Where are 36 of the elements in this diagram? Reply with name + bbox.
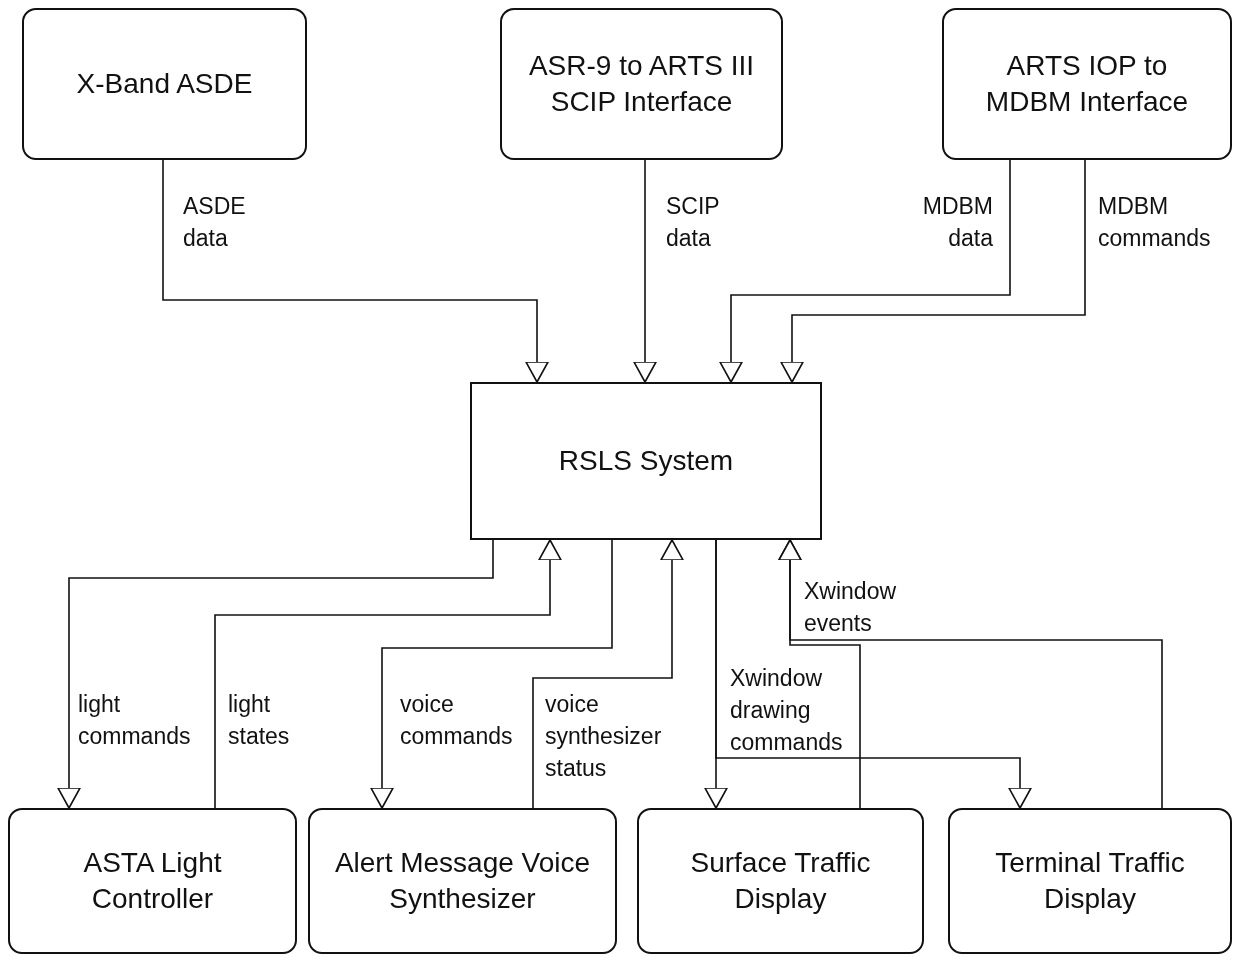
- node-label: Alert Message Voice Synthesizer: [333, 846, 592, 916]
- rounded-box: [308, 808, 617, 954]
- arrow: [778, 539, 1163, 809]
- arrow: [214, 539, 562, 809]
- edge-label: MDBM commands: [1098, 192, 1212, 253]
- arrow: [780, 159, 1086, 383]
- rounded-box: [500, 8, 783, 160]
- edge-label: SCIP data: [666, 192, 721, 253]
- edge-label: voice synthesizer status: [545, 690, 663, 783]
- edge-label: voice commands: [400, 690, 514, 751]
- arrow: [715, 539, 1032, 809]
- edge-label: ASDE data: [183, 192, 247, 253]
- node-label: RSLS System: [558, 444, 734, 478]
- node-label: X-Band ASDE: [76, 67, 253, 101]
- node-label: Terminal Traffic Display: [994, 846, 1186, 916]
- edge-label: light commands: [78, 690, 192, 751]
- rounded-box: [637, 808, 924, 954]
- arrow: [719, 159, 1011, 383]
- edge-label: light states: [228, 690, 291, 751]
- system-box: [470, 382, 822, 540]
- edge-label: Xwindow events: [804, 577, 898, 638]
- edge-label: Xwindow drawing commands: [730, 664, 844, 757]
- rounded-box: [948, 808, 1232, 954]
- arrow: [633, 159, 657, 383]
- node-label: Surface Traffic Display: [689, 846, 872, 916]
- rounded-box: [8, 808, 297, 954]
- node-label: ASTA Light Controller: [82, 846, 223, 916]
- node-label: ASR-9 to ARTS III SCIP Interface: [527, 49, 756, 119]
- node-label: ARTS IOP to MDBM Interface: [984, 49, 1190, 119]
- rounded-box: [22, 8, 307, 160]
- arrow: [162, 159, 549, 383]
- edge-label: MDBM data: [921, 192, 993, 253]
- arrow: [370, 539, 613, 809]
- arrow: [532, 539, 684, 809]
- rounded-box: [942, 8, 1232, 160]
- arrow: [57, 539, 494, 809]
